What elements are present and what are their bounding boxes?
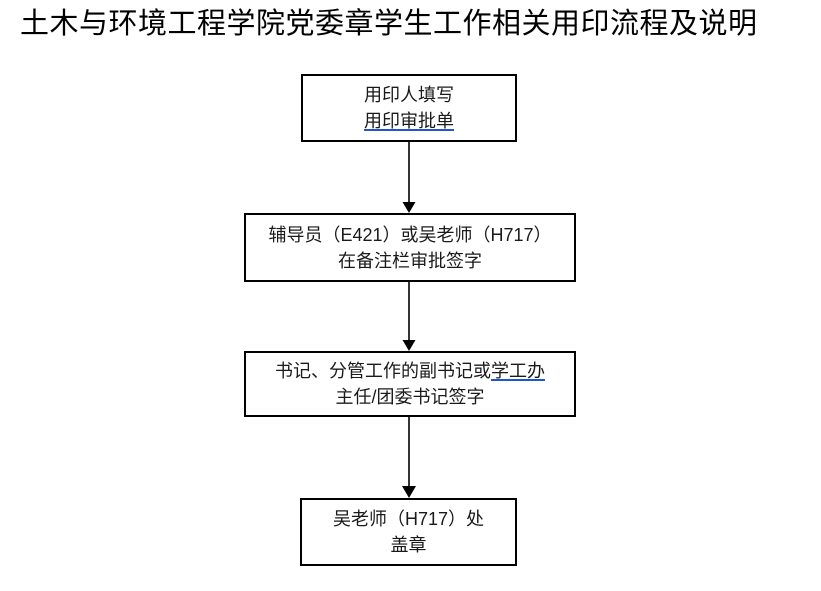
page-title: 土木与环境工程学院党委章学生工作相关用印流程及说明 (20, 8, 758, 40)
connector-arrow-2 (402, 282, 416, 351)
form-link-yongyin-shenpidan[interactable]: 用印审批单 (364, 111, 454, 131)
flow-node-2-line-1: 辅导员（E421）或吴老师（H717） (268, 224, 552, 245)
connector-arrow-3 (402, 417, 416, 498)
flow-node-1-line-1: 用印人填写 (364, 85, 454, 105)
flow-node-4-line-1: 吴老师（H717）处 (332, 509, 485, 529)
flow-node-3-line-1-prefix: 书记、分管工作的副书记或 (275, 361, 491, 381)
flow-node-1-line-2: 用印审批单 (364, 108, 454, 134)
flow-node-4: 吴老师（H717）处 盖章 (300, 498, 517, 566)
flow-node-3-line-1: 书记、分管工作的副书记或学工办 (275, 358, 545, 384)
flow-node-2-line-2: 在备注栏审批签字 (338, 250, 482, 271)
flow-node-3: 书记、分管工作的副书记或学工办 主任/团委书记签字 (244, 351, 576, 417)
flow-node-3-line-2: 主任/团委书记签字 (335, 387, 485, 407)
office-link-xuegongban[interactable]: 学工办 (491, 361, 545, 381)
flow-node-2: 辅导员（E421）或吴老师（H717） 在备注栏审批签字 (244, 213, 576, 282)
connector-arrow-1 (402, 142, 416, 213)
flow-node-4-line-2: 盖章 (390, 535, 427, 555)
flow-node-1: 用印人填写 用印审批单 (301, 74, 517, 142)
